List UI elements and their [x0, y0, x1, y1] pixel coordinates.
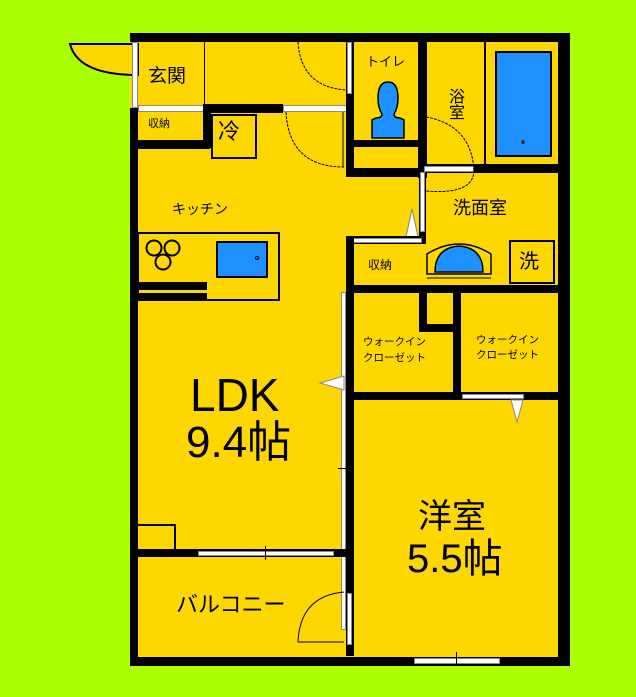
outer-wall-bottom: [130, 657, 570, 666]
hall-threshold: [283, 105, 347, 112]
balcony-window: [198, 551, 334, 556]
washer-label: 洗: [519, 249, 539, 273]
wic-right-label-1: ウォークイン: [476, 334, 539, 346]
western-window: [414, 658, 500, 664]
wic-right-label-2: クローゼット: [476, 349, 539, 361]
wic-left-label-1: ウォークイン: [363, 336, 426, 348]
wic-right-door: [462, 394, 524, 399]
ldk-sliding-door: [341, 292, 346, 630]
kitchen-counter-bar: [137, 282, 207, 290]
toilet-door-jamb: [347, 42, 352, 94]
western-name-label: 洋室: [418, 497, 486, 537]
toilet-wall-right: [418, 33, 427, 178]
wash-storage-wall-left: [346, 236, 354, 656]
washer-box: [509, 240, 555, 284]
washroom-label: 洗面室: [453, 198, 507, 219]
toilet-label: トイレ: [366, 55, 406, 70]
wic-notch: [419, 290, 427, 332]
bath-divider-line: [484, 42, 486, 166]
wash-door-jamb: [420, 172, 425, 232]
balcony-door-swing-icon: [297, 591, 345, 643]
washroom-wall-bottom: [346, 285, 560, 293]
storage-wash-label: 収納: [368, 258, 393, 272]
kitchen-counter-bar-2: [137, 293, 207, 301]
washbasin-icon: [426, 243, 492, 279]
toilet-wall-left: [346, 33, 354, 173]
outer-wall-left: [130, 108, 138, 665]
ldk-door-arrow-icon: [318, 375, 345, 391]
entrance-wall-mid: [203, 104, 283, 113]
entrance-label: 玄関: [148, 65, 187, 87]
wic-wall-bottom: [346, 392, 560, 400]
fridge-label: 冷: [218, 120, 241, 145]
wash-storage-top-line: [352, 238, 422, 243]
storage-wall-right: [203, 104, 211, 148]
entry-door-swing-icon: [68, 43, 139, 77]
balcony-label: バルコニー: [176, 593, 286, 618]
entrance-step-line: [204, 42, 205, 108]
bathtub-drain-icon: [521, 140, 525, 144]
stove-burners-icon: [145, 239, 181, 271]
ldk-size-label: 9.4帖: [186, 418, 292, 467]
sliding-door-mark: [338, 468, 352, 469]
balcony-door-jamb: [347, 593, 352, 645]
bath-label-1: 浴室: [446, 88, 465, 120]
toilet-wall-bottom: [346, 168, 426, 177]
hall-door-swing-icon: [285, 111, 345, 168]
ldk-name-label: LDK: [190, 369, 280, 421]
entry-door-jamb: [132, 42, 138, 108]
door-arrow-icon: [405, 208, 419, 238]
fridge-box: [211, 114, 257, 159]
balcony-window-mark: [265, 546, 266, 560]
bath-wall-bottom: [418, 164, 563, 173]
bath-door-swing-icon: [425, 116, 475, 193]
wic-left-label-2: クローゼット: [363, 352, 426, 364]
bathtub-icon: [495, 51, 552, 157]
western-size-label: 5.5帖: [407, 537, 503, 581]
toilet-icon: [371, 81, 405, 139]
outer-wall-right: [558, 33, 570, 665]
entrance-threshold: [138, 105, 204, 112]
kitchen-label: キッチン: [172, 202, 228, 218]
western-window-mark: [456, 652, 457, 666]
toilet-shelf-line: [352, 140, 420, 147]
toilet-hall-door-swing-icon: [297, 41, 347, 91]
storage-entrance-label: 収納: [148, 117, 170, 130]
wic-divider: [453, 290, 461, 398]
wic-notch-bottom: [419, 324, 459, 332]
sink-drain-icon: [255, 256, 259, 260]
storage-wall-bottom: [130, 140, 210, 149]
wic-door-arrow-icon: [510, 399, 524, 424]
kitchen-sink-icon: [216, 241, 268, 278]
